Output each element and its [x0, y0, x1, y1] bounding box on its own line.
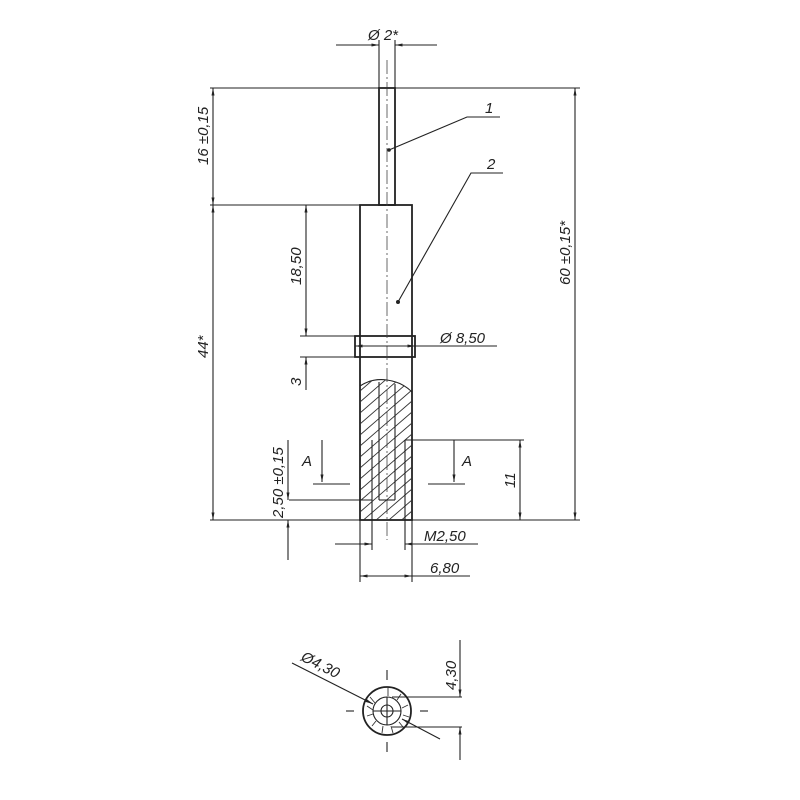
hatched-section — [359, 379, 413, 520]
hatch-line — [360, 411, 412, 458]
hatch-line — [360, 499, 412, 520]
callout-2: 2 — [486, 156, 496, 173]
section-label-right: A — [461, 453, 472, 470]
pin-length-label: 16 ±0,15 — [195, 106, 212, 165]
body-diameter-label: 6,80 — [430, 560, 460, 577]
hatch-line — [360, 510, 412, 520]
body-length-label: 44* — [195, 334, 212, 358]
hatch-line — [360, 455, 412, 502]
dimension-lines — [210, 40, 580, 582]
collar-width-label: 3 — [288, 377, 305, 386]
section-view-a-a: Ø4,30 4,30 — [291, 640, 462, 760]
hatch-line — [360, 444, 412, 491]
part-side-view — [354, 60, 416, 540]
hatch-line — [360, 400, 412, 447]
thread-label: M2,50 — [424, 528, 466, 545]
overall-length-label: 60 ±0,15* — [557, 220, 574, 285]
hatch-line — [360, 466, 412, 513]
hatch-line — [360, 379, 412, 392]
thread-depth-label: 11 — [502, 472, 519, 488]
section-label-left: A — [301, 453, 312, 470]
hatch-line — [360, 379, 412, 403]
hatch-line — [360, 379, 412, 425]
hatch-line — [360, 488, 412, 520]
hatch-line — [360, 389, 412, 436]
hatch-line — [360, 379, 412, 414]
hatch-line — [360, 422, 412, 469]
hatch-line — [360, 433, 412, 480]
bore-offset-label: 4,30 — [443, 660, 460, 690]
bottom-offset-label: 2,50 ±0,15 — [270, 447, 287, 519]
collar-diameter-label: Ø 8,50 — [439, 330, 486, 347]
upper-body-label: 18,50 — [288, 247, 305, 285]
callout-1: 1 — [485, 100, 493, 117]
pin-diameter-label: Ø 2* — [367, 27, 399, 44]
